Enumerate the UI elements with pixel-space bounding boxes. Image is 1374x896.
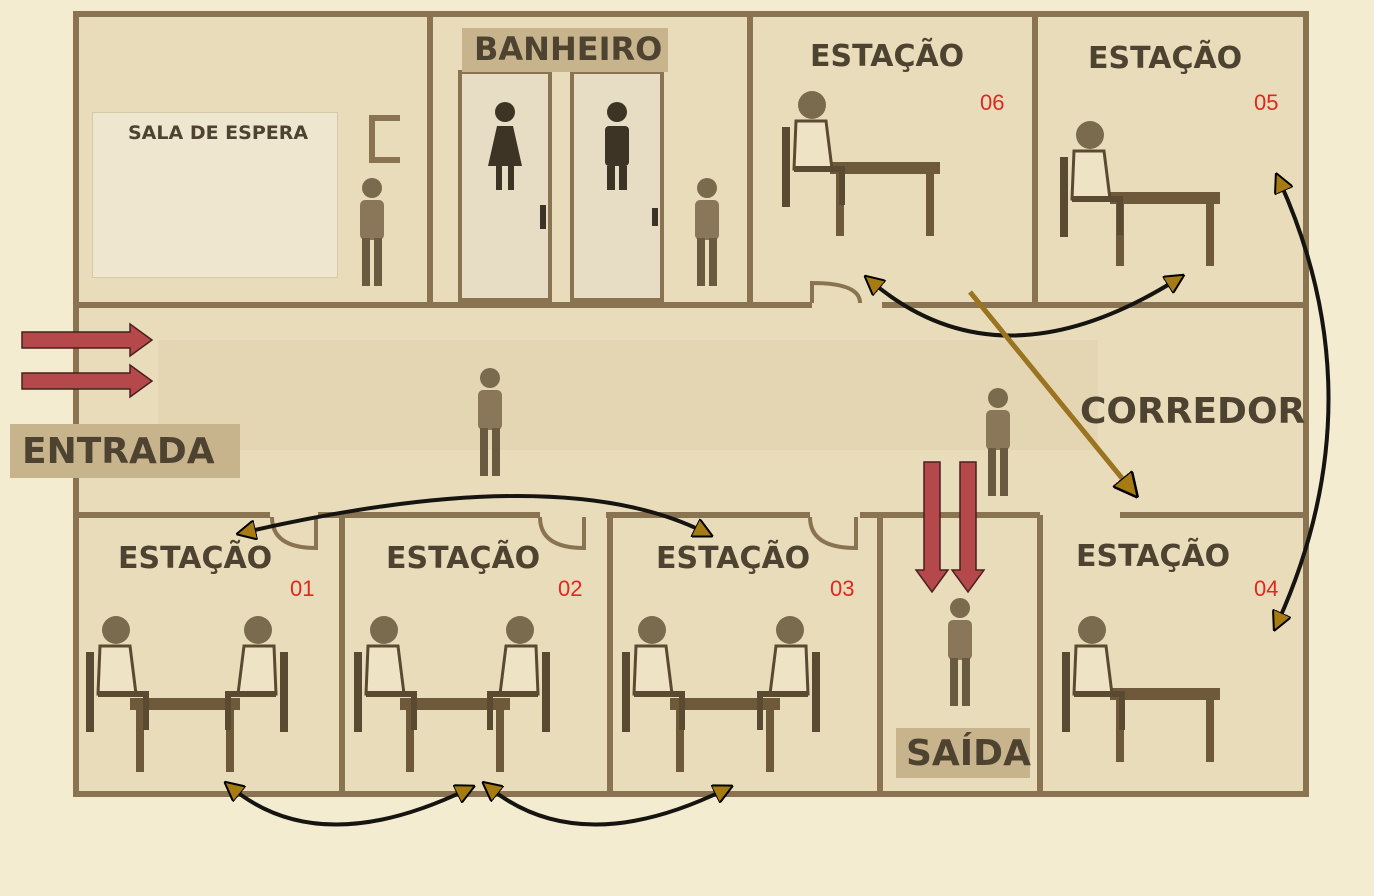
entrance-label-chip: [10, 424, 240, 478]
exit-label: SAÍDA: [906, 733, 1031, 774]
station-01-number: 01: [290, 576, 315, 601]
station-01-label: ESTAÇÃO: [118, 541, 273, 576]
station-06-number: 06: [980, 90, 1005, 115]
station-05-label: ESTAÇÃO: [1088, 41, 1243, 76]
station-03-label: ESTAÇÃO: [656, 541, 811, 576]
waiting-room-panel: [92, 112, 338, 278]
entry-arrows: [21, 322, 154, 399]
walls: [73, 11, 1309, 797]
bathroom-label-chip: [462, 28, 668, 72]
waiting-room-label: SALA DE ESPERA: [128, 122, 309, 144]
exit-label-chip: [896, 728, 1030, 778]
station-02-label: ESTAÇÃO: [386, 541, 541, 576]
woman-restroom-icon: [488, 102, 522, 190]
exit-arrows: [914, 461, 986, 594]
flow-arrows: [232, 182, 1331, 827]
entrance-label: ENTRADA: [22, 431, 215, 472]
station-02-number: 02: [558, 576, 583, 601]
corridor-label: CORREDOR: [1080, 391, 1306, 432]
station-03-number: 03: [830, 576, 855, 601]
station-06-label: ESTAÇÃO: [810, 39, 965, 74]
corridor-floor: [158, 340, 1098, 450]
bathroom-label: BANHEIRO: [474, 30, 663, 68]
man-restroom-icon: [605, 102, 629, 190]
station-05-number: 05: [1254, 90, 1279, 115]
station-04-label: ESTAÇÃO: [1076, 539, 1231, 574]
station-04-number: 04: [1254, 576, 1279, 601]
